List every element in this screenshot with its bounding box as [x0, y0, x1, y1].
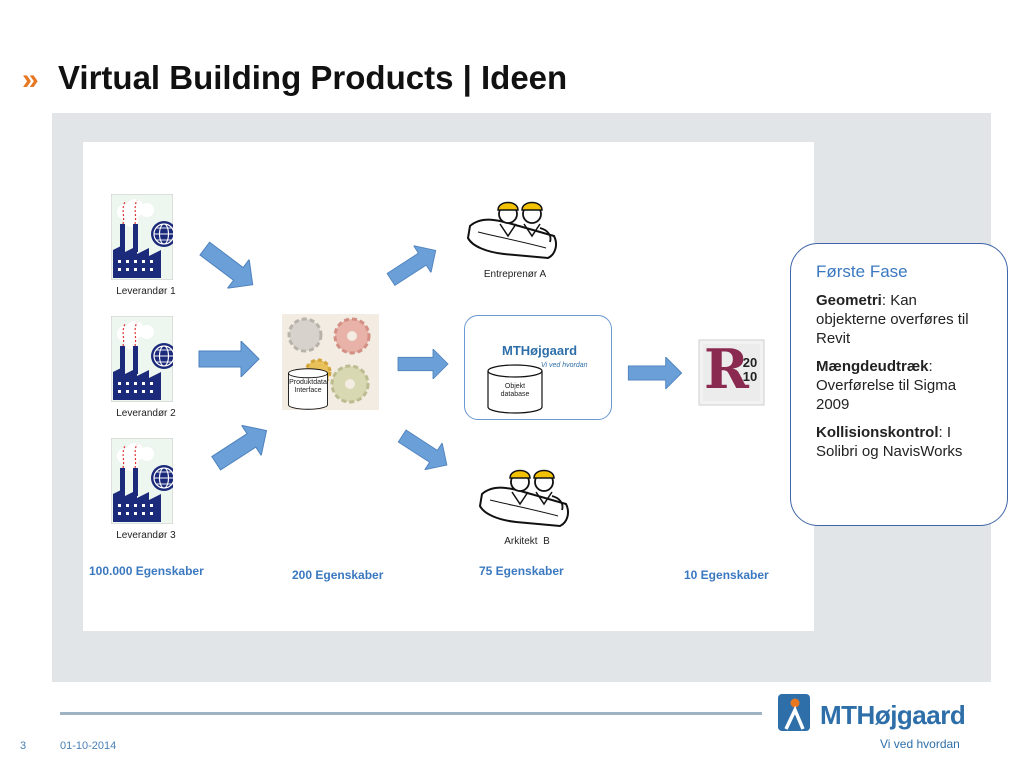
slide-title: Virtual Building Products | Ideen [58, 59, 568, 96]
architect-workers-icon [478, 469, 570, 528]
slide-date: 01-10-2014 [60, 740, 117, 752]
phase-item-geometry: Geometri: Kan objekterne overføres til R… [816, 291, 987, 348]
phase-item-collision: Kollisionskontrol: I Solibri og NavisWor… [816, 423, 987, 461]
arrow-interface-to-architect [392, 422, 457, 480]
architect-label: Arkitekt B [504, 536, 550, 547]
phase-item-text: : Kan objekterne overføres til Revit [816, 292, 969, 347]
footer-logo-text: MTHøjgaard [820, 700, 966, 730]
footer-logo-mark-icon [778, 694, 810, 731]
phase-title: Første Fase [816, 262, 908, 281]
footer-divider [60, 712, 762, 715]
arrow-interface-to-contractor [381, 236, 446, 294]
title-chevron-icon: » [22, 63, 39, 96]
database-properties-count: 75 Egenskaber [479, 564, 564, 578]
arrow-interface-to-database [397, 349, 449, 379]
phase-item-term: Mængdeudtræk [816, 358, 929, 375]
arrow-database-to-revit [627, 357, 683, 389]
factory-icon-2 [111, 316, 173, 402]
arrow-supplier2-to-interface [198, 341, 260, 377]
arrow-supplier3-to-interface [205, 414, 277, 479]
first-phase-box: Første Fase Geometri: Kan objekterne ove… [790, 243, 1008, 526]
contractor-workers-icon [466, 201, 558, 260]
contractor-label: Entreprenør A [483, 269, 547, 280]
footer-tagline: Vi ved hvordan [880, 737, 960, 751]
revit-version-badge: 20 10 [742, 355, 758, 384]
database-cylinder-icon [487, 364, 543, 414]
diagram-canvas [83, 142, 814, 631]
supplier-label-3: Leverandør 3 [116, 530, 176, 541]
revit-letter: R [704, 337, 749, 401]
interface-properties-count: 200 Egenskaber [292, 568, 384, 582]
supplier-label-2: Leverandør 2 [116, 408, 176, 419]
revit-icon [698, 339, 765, 406]
phase-item-text: : I Solibri og NavisWorks [816, 424, 963, 460]
factory-icon-3 [111, 438, 173, 524]
database-label: Objekt database [500, 383, 530, 398]
supplier-properties-count: 100.000 Egenskaber [89, 564, 204, 578]
mth-box-logo-text: MTHøjgaard [502, 343, 578, 358]
mth-box-tagline: Vi ved hvordan [541, 362, 588, 369]
supplier-label-1: Leverandør 1 [116, 286, 176, 297]
phase-item-term: Geometri [816, 292, 882, 309]
revit-properties-count: 10 Egenskaber [684, 568, 769, 582]
interface-label: Produktdata Interface [289, 379, 327, 394]
factory-icon-1 [111, 194, 173, 280]
arrow-supplier1-to-interface [193, 233, 265, 300]
phase-item-quantity: Mængdeudtræk: Overførelse til Sigma 2009 [816, 357, 987, 414]
phase-item-text: : Overførelse til Sigma 2009 [816, 358, 957, 413]
phase-item-term: Kollisionskontrol [816, 424, 939, 441]
gears-image [282, 314, 379, 410]
page-number: 3 [20, 740, 27, 752]
